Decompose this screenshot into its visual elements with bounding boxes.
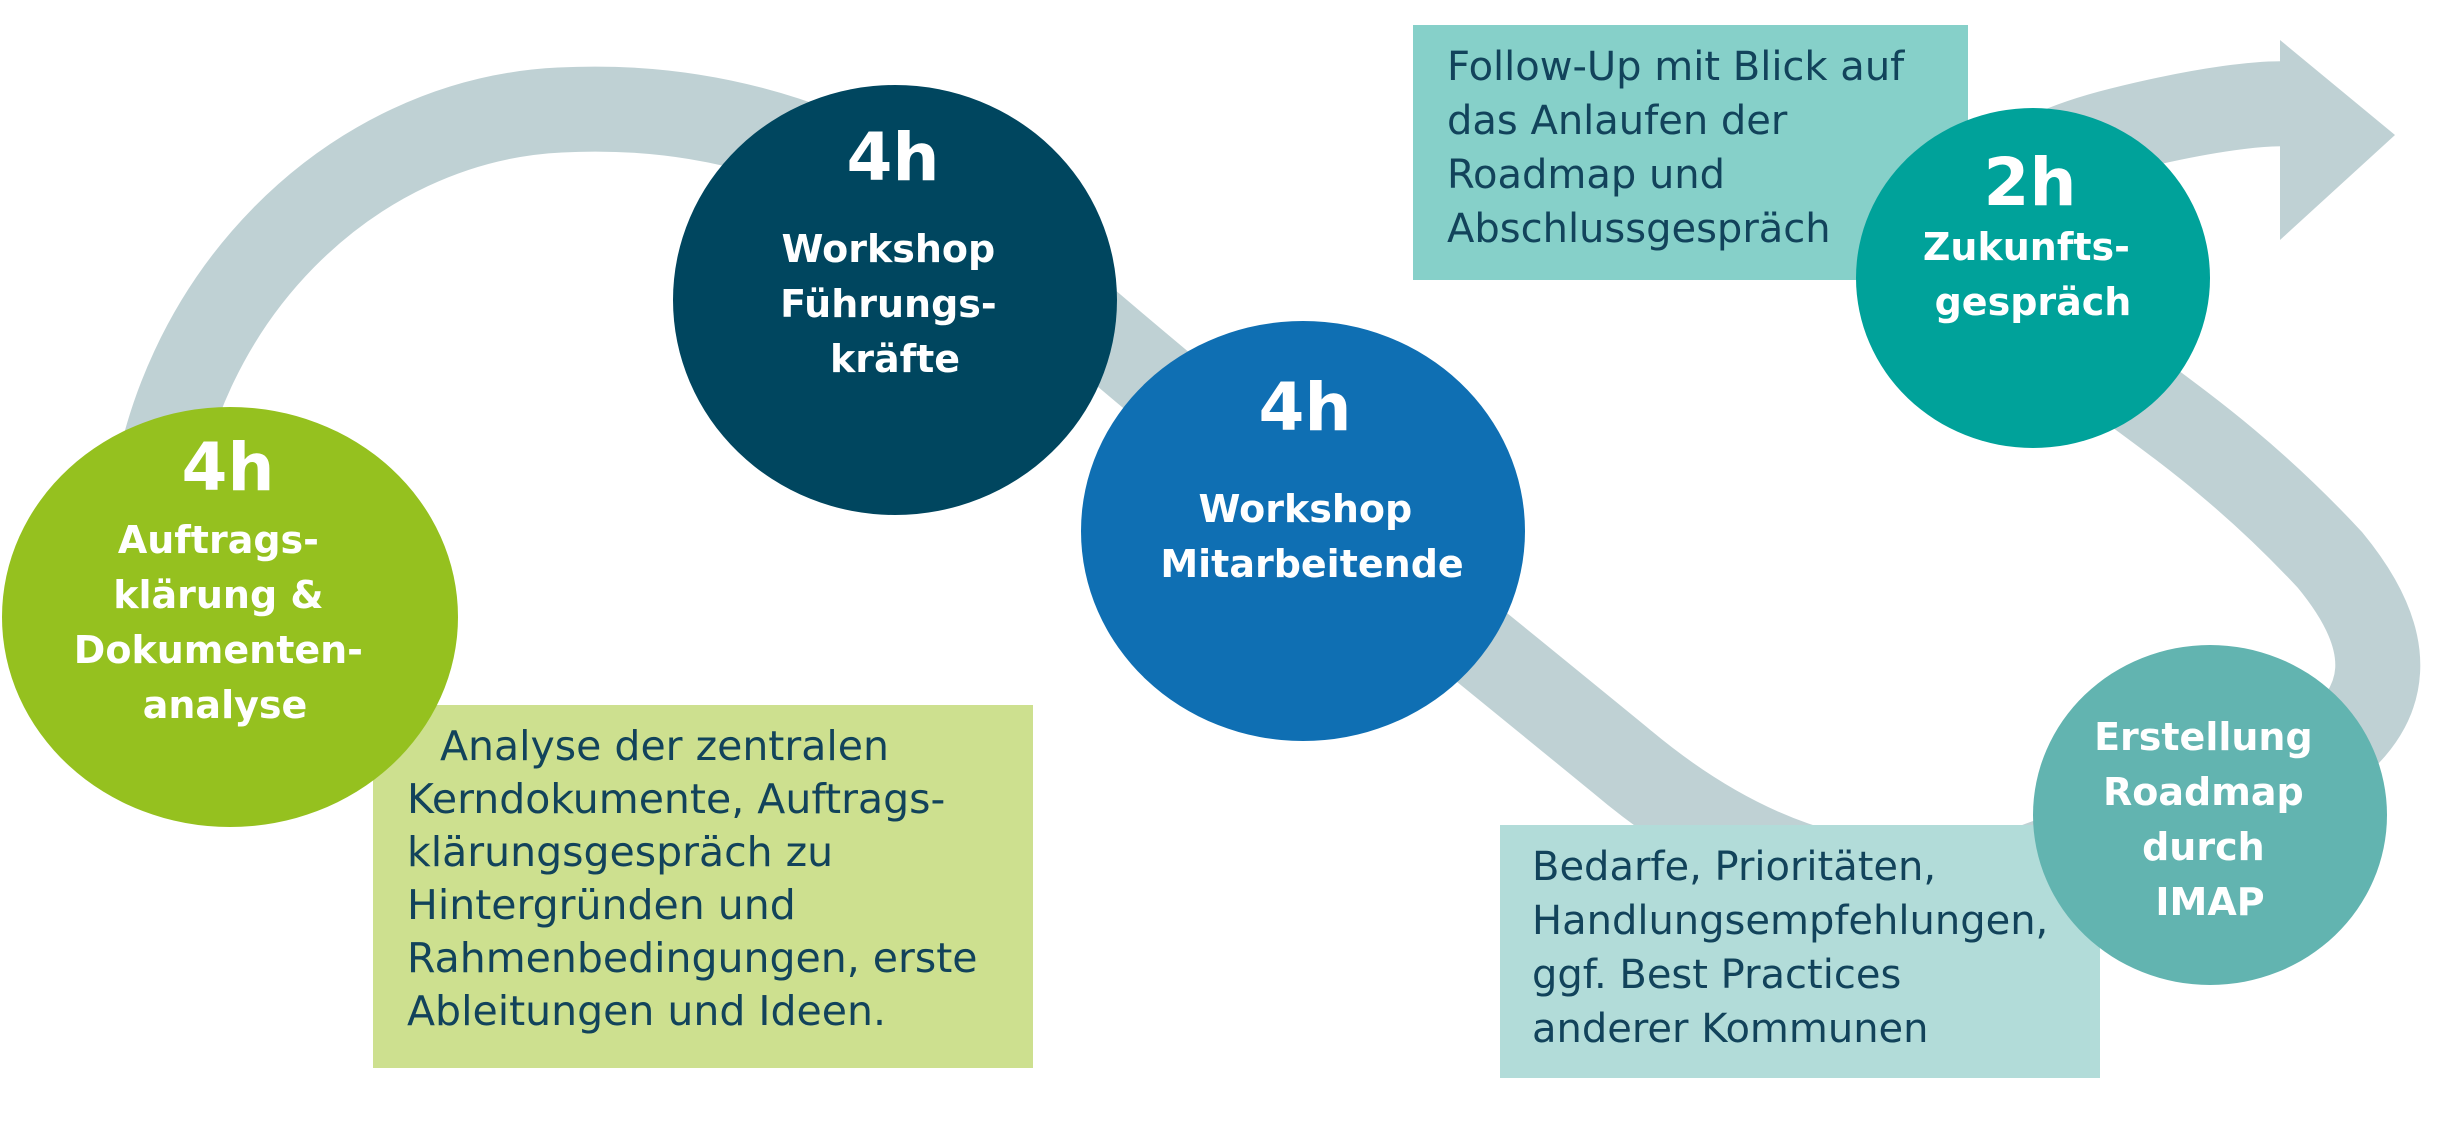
note-line: das Anlaufen der <box>1447 98 1788 144</box>
note-line: Ableitungen und Ideen. <box>407 987 886 1035</box>
step-label-line: analyse <box>143 683 308 727</box>
step-circle <box>1081 321 1525 741</box>
step-label-line: Dokumenten- <box>74 628 363 672</box>
step-label-line: Erstellung <box>2094 715 2313 759</box>
step-label: Workshop Mitarbeitende <box>1160 487 1463 586</box>
note-line: klärungsgespräch zu <box>407 828 833 876</box>
note-analyse: Analyse der zentralen Kerndokumente, Auf… <box>373 705 1033 1068</box>
note-text: Bedarfe, Prioritäten, Handlungsempfehlun… <box>1532 844 2061 1052</box>
note-line: Kerndokumente, Auftrags- <box>407 775 945 823</box>
step-hours: 4h <box>847 119 940 196</box>
step-label: Auftrags- klärung & Dokumenten- analyse <box>74 518 376 727</box>
step-label-line: kräfte <box>830 337 960 381</box>
note-background <box>1500 825 2100 1078</box>
note-line: anderer Kommunen <box>1532 1006 1929 1052</box>
note-line: Abschlussgespräch <box>1447 206 1831 252</box>
note-line: Bedarfe, Prioritäten, <box>1532 844 1936 890</box>
step-workshop-fuehrungskraefte: 4h Workshop Führungs- kräfte <box>673 85 1117 515</box>
note-line: Follow-Up mit Blick auf <box>1447 44 1905 90</box>
step-label-line: gespräch <box>1935 280 2132 324</box>
step-label-line: durch <box>2142 825 2265 869</box>
step-circle <box>2033 645 2387 985</box>
note-line: Handlungsempfehlungen, <box>1532 898 2048 944</box>
note-background <box>373 705 1033 1068</box>
note-text: Follow-Up mit Blick auf das Anlaufen der… <box>1447 44 1917 252</box>
note-line: Rahmenbedingungen, erste <box>407 934 978 982</box>
step-label-line: Auftrags- <box>118 518 319 562</box>
step-label: Erstellung Roadmap durch IMAP <box>2094 715 2326 924</box>
step-zukunftsgespraech: 2h Zukunfts- gespräch <box>1856 108 2210 448</box>
note-bedarfe: Bedarfe, Prioritäten, Handlungsempfehlun… <box>1500 825 2100 1078</box>
step-workshop-mitarbeitende: 4h Workshop Mitarbeitende <box>1081 321 1525 741</box>
step-label-line: Workshop <box>782 227 996 271</box>
process-arrow-head <box>2280 40 2395 240</box>
step-label-line: Führungs- <box>780 282 997 326</box>
note-line: Analyse der zentralen <box>440 722 889 770</box>
step-circle <box>2 407 458 827</box>
step-hours: 4h <box>1259 369 1352 446</box>
note-line: Hintergründen und <box>407 881 796 929</box>
step-erstellung-roadmap: Erstellung Roadmap durch IMAP <box>2033 645 2387 985</box>
step-hours: 2h <box>1984 144 2077 221</box>
note-follow-up: Follow-Up mit Blick auf das Anlaufen der… <box>1413 25 1968 280</box>
note-line: ggf. Best Practices <box>1532 952 1901 998</box>
step-label-line: klärung & <box>113 573 323 617</box>
note-line: Roadmap und <box>1447 152 1725 198</box>
step-label-line: Roadmap <box>2103 770 2304 814</box>
step-label-line: Workshop <box>1199 487 1413 531</box>
step-label: Zukunfts- gespräch <box>1923 225 2143 324</box>
step-label-line: Mitarbeitende <box>1160 542 1463 586</box>
step-circle <box>1856 108 2210 448</box>
step-hours: 4h <box>182 429 275 506</box>
step-label-line: IMAP <box>2155 880 2264 924</box>
note-text: Analyse der zentralen Kerndokumente, Auf… <box>407 722 991 1035</box>
step-label-line: Zukunfts- <box>1923 225 2130 269</box>
step-auftragsklaerung: 4h Auftrags- klärung & Dokumenten- analy… <box>2 407 458 827</box>
step-label: Workshop Führungs- kräfte <box>780 227 1010 381</box>
step-circle <box>673 85 1117 515</box>
